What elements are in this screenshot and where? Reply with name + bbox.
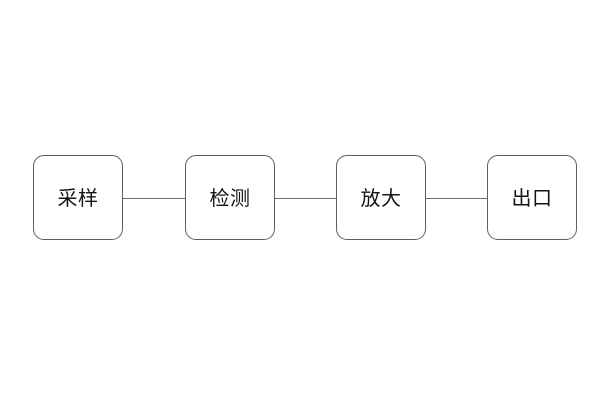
flow-chain: 采样 检测 放大 出口 [0,155,600,241]
node-outlet[interactable]: 出口 [487,155,577,240]
node-amplification-label: 放大 [360,185,402,210]
connector-sampling-to-detection [123,198,185,199]
node-detection[interactable]: 检测 [185,155,275,240]
node-outlet-label: 出口 [511,185,553,210]
connector-detection-to-amplification [275,198,336,199]
connector-amplification-to-outlet [426,198,487,199]
node-sampling-label: 采样 [57,185,99,210]
node-detection-label: 检测 [209,185,251,210]
node-amplification[interactable]: 放大 [336,155,426,240]
node-sampling[interactable]: 采样 [33,155,123,240]
